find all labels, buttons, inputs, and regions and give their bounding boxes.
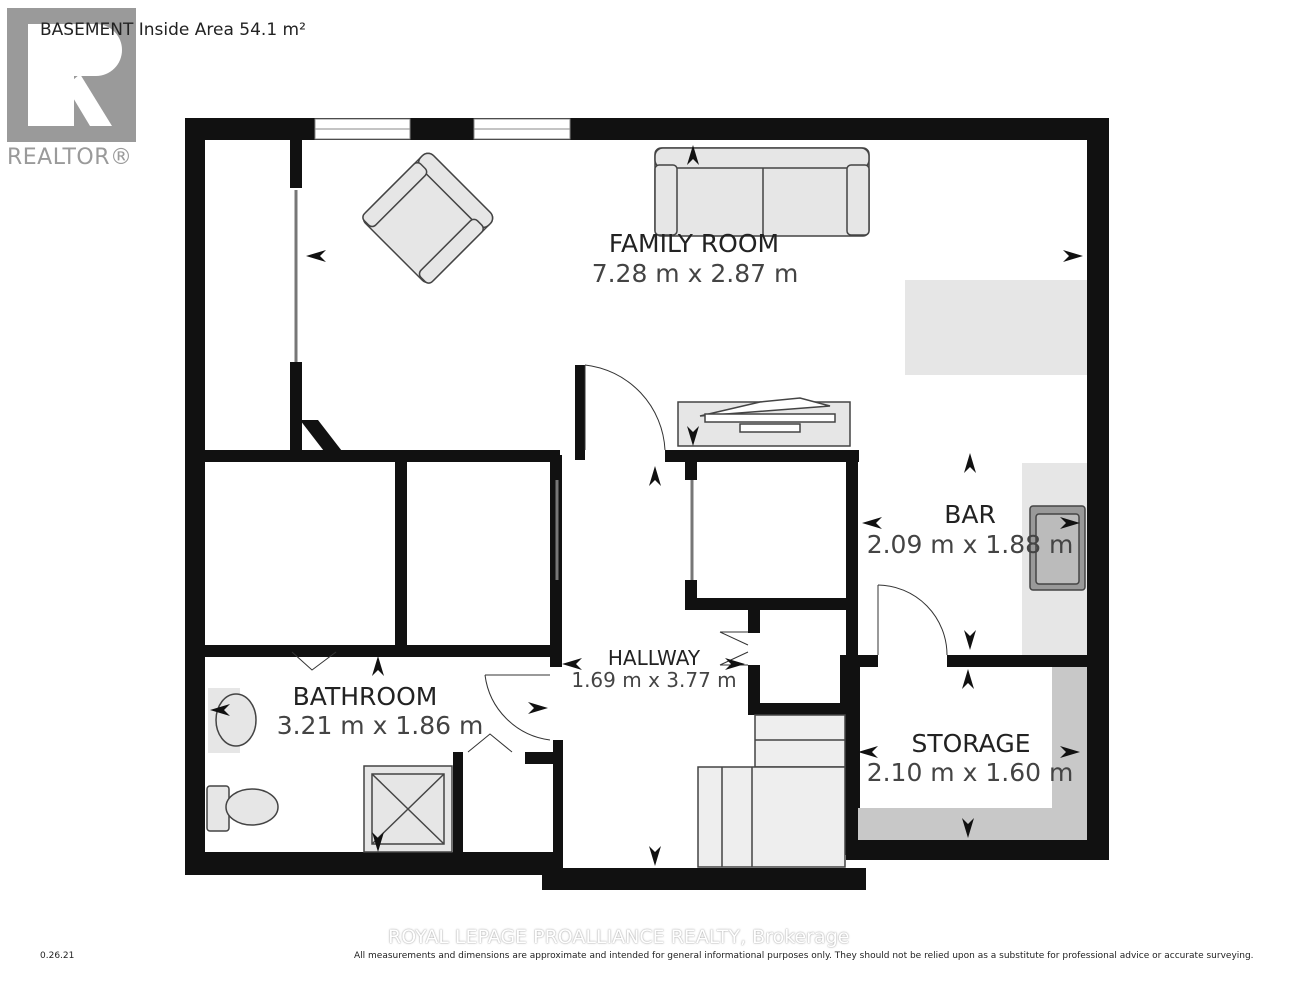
room-name-bathroom: BATHROOM xyxy=(292,682,438,711)
plan-title: BASEMENT Inside Area 54.1 m² xyxy=(40,20,306,40)
stairs xyxy=(697,714,846,868)
disclaimer-text: All measurements and dimensions are appr… xyxy=(354,951,1254,961)
arrows xyxy=(210,145,1083,866)
armchair xyxy=(362,152,494,284)
version-label: 0.26.21 xyxy=(40,951,75,961)
room-dims-hallway: 1.69 m x 3.77 m xyxy=(571,668,737,692)
windows xyxy=(314,118,571,140)
room-dims-bathroom: 3.21 m x 1.86 m xyxy=(276,711,484,740)
room-dims-storage: 2.10 m x 1.60 m xyxy=(866,758,1074,787)
storage-shelf-bottom xyxy=(858,808,1087,840)
room-name-bar: BAR xyxy=(944,500,996,529)
room-dims-bar: 2.09 m x 1.88 m xyxy=(866,530,1074,559)
walls xyxy=(185,118,1109,890)
sofa xyxy=(654,147,870,237)
room-name-storage: STORAGE xyxy=(911,729,1031,758)
realtor-logo xyxy=(7,8,136,142)
bar-counter xyxy=(905,280,1087,375)
doors xyxy=(291,190,948,753)
room-name-family-room: FAMILY ROOM xyxy=(608,229,780,258)
toilet xyxy=(206,785,279,832)
room-dims-family-room: 7.28 m x 2.87 m xyxy=(591,259,799,288)
realtor-logo-text: REALTOR® xyxy=(7,145,133,170)
shower xyxy=(363,765,453,853)
furniture xyxy=(206,147,1087,868)
room-name-hallway: HALLWAY xyxy=(607,646,701,670)
brokerage-watermark: ROYAL LEPAGE PROALLIANCE REALTY, Brokera… xyxy=(388,926,850,948)
tv-console xyxy=(677,397,851,447)
